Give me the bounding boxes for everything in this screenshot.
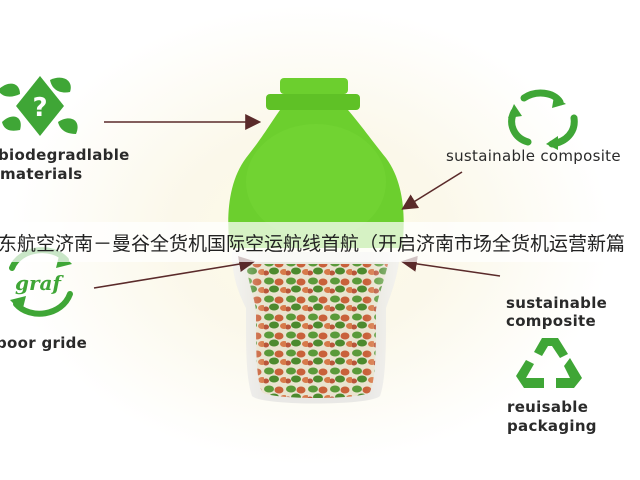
arrow-poor-guide xyxy=(93,256,256,289)
label-sustainable-composite-mid: sustainable composite xyxy=(506,294,608,330)
bottle-illustration xyxy=(220,78,420,408)
label-poor-guide: poor gride xyxy=(0,334,88,352)
banner-text: 东航空济南－曼谷全货机国际空运航线首航（开启济南市场全货机运营新篇 xyxy=(0,233,626,255)
recycle-arrows-icon xyxy=(502,88,582,150)
label-reusable-packaging: reuisable packaging xyxy=(507,398,597,435)
arrow-sustainable-top xyxy=(401,171,463,210)
svg-text:graf: graf xyxy=(15,271,64,295)
label-sustainable-composite-top: sustainable composite xyxy=(446,147,621,165)
label-line-1: biodegradlable xyxy=(0,146,130,164)
banner-overlay xyxy=(0,222,640,262)
arrow-sustainable-mid xyxy=(400,255,501,277)
svg-text:?: ? xyxy=(32,93,47,123)
leaf-question-icon: ? xyxy=(0,72,90,144)
recycle-symbol-icon xyxy=(512,334,588,390)
label-line-2: materials xyxy=(0,165,83,183)
label-biodegradable-materials: biodegradlable materials xyxy=(0,146,130,184)
